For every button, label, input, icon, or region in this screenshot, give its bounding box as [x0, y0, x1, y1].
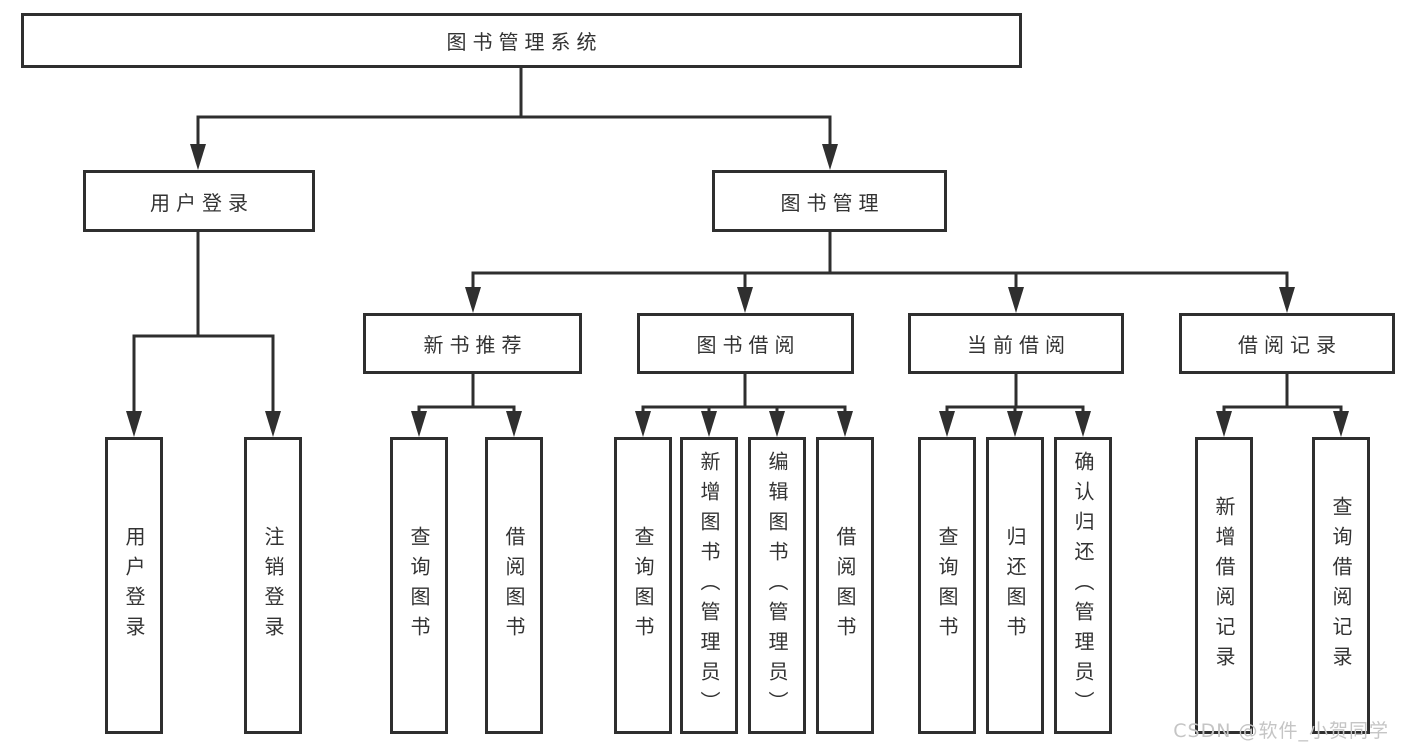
node-new-book-recommend-label: 新书推荐 [423, 333, 528, 357]
arrowheads [126, 144, 1349, 437]
node-borrowing-records-label: 借阅记录 [1238, 333, 1342, 357]
node-current-borrowing-label: 当前借阅 [967, 333, 1071, 357]
node-leaf-edit-book-admin: 编辑图书（管理员） [748, 437, 806, 734]
node-new-book-recommend: 新书推荐 [363, 313, 582, 374]
node-leaf-return-book: 归还图书 [986, 437, 1044, 734]
node-leaf-query-books-1: 查询图书 [390, 437, 448, 734]
node-root-label: 图书管理系统 [446, 30, 603, 54]
node-leaf-query-borrow-record-label: 查询借阅记录 [1329, 495, 1353, 676]
node-leaf-query-books-2-label: 查询图书 [631, 525, 655, 646]
node-leaf-confirm-return-admin-label: 确认归还（管理员） [1071, 450, 1095, 721]
node-borrowing-records: 借阅记录 [1179, 313, 1395, 374]
node-leaf-query-borrow-record: 查询借阅记录 [1312, 437, 1370, 734]
node-leaf-add-borrow-record: 新增借阅记录 [1195, 437, 1253, 734]
node-book-management: 图书管理 [712, 170, 947, 232]
node-leaf-borrow-books-2-label: 借阅图书 [833, 525, 857, 646]
node-current-borrowing: 当前借阅 [908, 313, 1124, 374]
node-leaf-return-book-label: 归还图书 [1003, 525, 1027, 646]
node-leaf-add-borrow-record-label: 新增借阅记录 [1212, 495, 1236, 676]
node-book-management-label: 图书管理 [780, 190, 885, 215]
node-book-borrowing: 图书借阅 [637, 313, 854, 374]
node-user-login-label: 用户登录 [150, 190, 254, 215]
node-leaf-query-books-3: 查询图书 [918, 437, 976, 734]
node-leaf-borrow-books-2: 借阅图书 [816, 437, 874, 734]
node-leaf-user-login: 用户登录 [105, 437, 163, 734]
node-leaf-add-book-admin: 新增图书（管理员） [680, 437, 738, 734]
node-book-borrowing-label: 图书借阅 [696, 333, 801, 357]
node-leaf-query-books-1-label: 查询图书 [407, 525, 431, 646]
node-root: 图书管理系统 [21, 13, 1022, 68]
node-leaf-borrow-books-1-label: 借阅图书 [502, 525, 526, 646]
node-leaf-edit-book-admin-label: 编辑图书（管理员） [765, 450, 789, 721]
node-leaf-user-login-label: 用户登录 [122, 525, 146, 646]
node-leaf-query-books-2: 查询图书 [614, 437, 672, 734]
node-leaf-query-books-3-label: 查询图书 [935, 525, 959, 646]
node-leaf-logout-label: 注销登录 [261, 525, 285, 646]
node-leaf-logout: 注销登录 [244, 437, 302, 734]
node-leaf-add-book-admin-label: 新增图书（管理员） [697, 450, 721, 721]
node-leaf-borrow-books-1: 借阅图书 [485, 437, 543, 734]
node-user-login: 用户登录 [83, 170, 315, 232]
node-leaf-confirm-return-admin: 确认归还（管理员） [1054, 437, 1112, 734]
watermark: CSDN @软件_小贺同学 [1173, 720, 1389, 742]
